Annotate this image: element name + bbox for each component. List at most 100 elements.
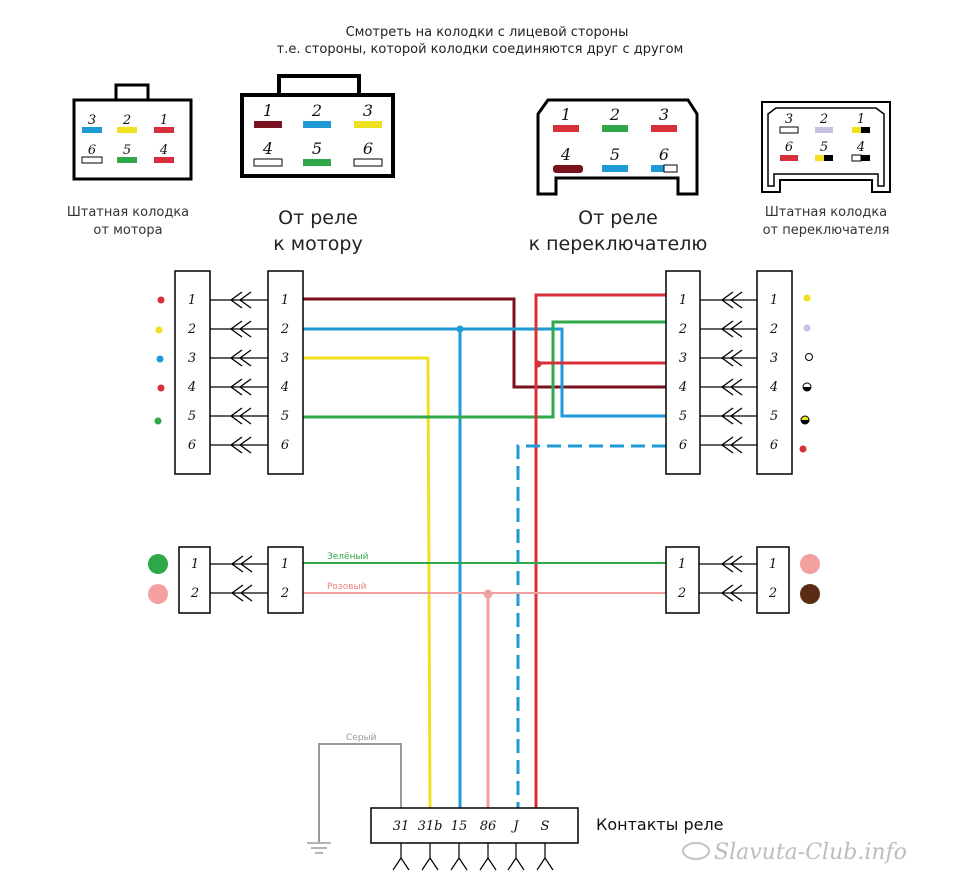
svg-text:6: 6 [785,140,793,155]
svg-text:3: 3 [188,351,196,366]
svg-text:2: 2 [122,113,131,128]
pin-marker: 1 [553,105,579,132]
svg-text:1: 1 [857,112,865,127]
block-right-inner: 1 2 3 4 5 6 [665,270,701,475]
svg-text:3: 3 [679,351,687,366]
label-switch-stock-1: Штатная колодка [765,205,887,220]
block-right-outer: 1 2 3 4 5 6 [756,270,793,475]
block-left-outer: 1 2 3 4 5 6 [174,270,211,475]
pin-marker: 4 [553,145,583,173]
svg-text:1: 1 [263,101,273,120]
label-relay-motor-2: к мотору [273,233,362,255]
pin-marker: 3 [354,101,382,128]
pin-marker: 3 [651,105,677,132]
pin-marker: 5 [815,140,833,161]
svg-text:4: 4 [856,140,865,155]
svg-text:1: 1 [281,557,289,572]
svg-text:6: 6 [770,438,778,453]
block2-left-outer: 1 2 [178,546,211,614]
wire-blue-dashed [516,444,666,808]
svg-text:5: 5 [610,145,620,164]
block2-left-inner: 1 2 [267,546,304,614]
header-line-1: Смотреть на колодки с лицевой стороны [346,25,629,40]
pin-marker: 2 [602,105,628,132]
svg-text:1: 1 [281,293,289,308]
svg-text:6: 6 [281,438,289,453]
svg-text:86: 86 [480,819,497,834]
svg-text:3: 3 [88,113,96,128]
label-motor-stock-1: Штатная колодка [67,205,189,220]
svg-text:5: 5 [281,409,289,424]
block2-right-inner: 1 2 [665,546,700,614]
ground-icon [307,842,331,854]
pin-marker: 5 [303,139,331,166]
svg-text:2: 2 [819,112,828,127]
svg-text:1: 1 [678,557,686,572]
svg-text:2: 2 [187,322,196,337]
wire-label-grey: Серый [346,733,377,743]
wire-blue-motor [303,327,462,808]
chevron-connectors-left [210,291,268,454]
svg-text:4: 4 [769,380,778,395]
svg-text:5: 5 [679,409,687,424]
svg-text:6: 6 [363,139,373,158]
pin-marker: 2 [815,112,833,133]
connector-relay-motor: 1 2 3 4 5 6 [240,74,395,178]
svg-text:1: 1 [770,293,778,308]
wire-red-1 [534,293,666,808]
svg-text:6: 6 [659,145,669,164]
svg-text:2: 2 [190,586,199,601]
svg-text:2: 2 [677,586,686,601]
svg-text:1: 1 [160,113,168,128]
pin-marker: 6 [651,145,678,173]
svg-text:1: 1 [191,557,199,572]
label-relay-switch-2: к переключателю [529,233,708,255]
connector-switch-stock: 3 2 1 6 5 4 [761,101,891,193]
svg-text:4: 4 [560,145,571,164]
pin-marker: 6 [81,143,103,164]
svg-text:6: 6 [88,143,96,158]
svg-text:3: 3 [659,105,669,124]
svg-text:2: 2 [280,586,289,601]
svg-text:4: 4 [280,380,289,395]
svg-text:3: 3 [281,351,289,366]
wire-darkred [303,297,666,389]
svg-text:6: 6 [188,438,196,453]
svg-text:31b: 31b [418,819,443,834]
connector-relay-switch: 1 2 3 4 5 6 [536,98,699,196]
pin-marker: 2 [117,113,137,133]
label-motor-stock-2: от мотора [93,223,162,238]
chevron-connectors-right [700,291,757,454]
junction-dot [483,589,493,599]
pin-marker: 5 [117,143,137,163]
svg-text:2: 2 [280,322,289,337]
junction-dot [456,325,464,333]
svg-text:3: 3 [770,351,778,366]
pin-marker: 1 [254,101,282,128]
svg-text:2: 2 [768,586,777,601]
svg-text:2: 2 [678,322,687,337]
block-left-inner: 1 2 3 4 5 6 [267,270,304,475]
connector-motor-stock: 3 2 1 6 5 4 [72,83,193,181]
color-dots-right [799,294,813,453]
pin-marker: 6 [780,140,798,161]
svg-text:2: 2 [311,101,322,120]
svg-text:5: 5 [770,409,778,424]
svg-text:4: 4 [159,143,168,158]
wires [303,293,666,842]
svg-text:4: 4 [187,380,196,395]
pin-marker: 3 [779,112,799,134]
pin-marker: 4 [851,140,870,162]
wire-yellow [303,356,432,809]
svg-text:31: 31 [393,819,410,834]
svg-text:J: J [510,819,519,834]
svg-text:4: 4 [262,139,273,158]
pin-marker: 4 [253,139,283,167]
header-line-2: т.е. стороны, которой колодки соединяютс… [277,42,684,57]
label-relay-motor-1: От реле [278,207,358,229]
svg-text:1: 1 [561,105,571,124]
svg-text:S: S [541,819,550,834]
svg-text:3: 3 [363,101,373,120]
svg-text:5: 5 [188,409,196,424]
